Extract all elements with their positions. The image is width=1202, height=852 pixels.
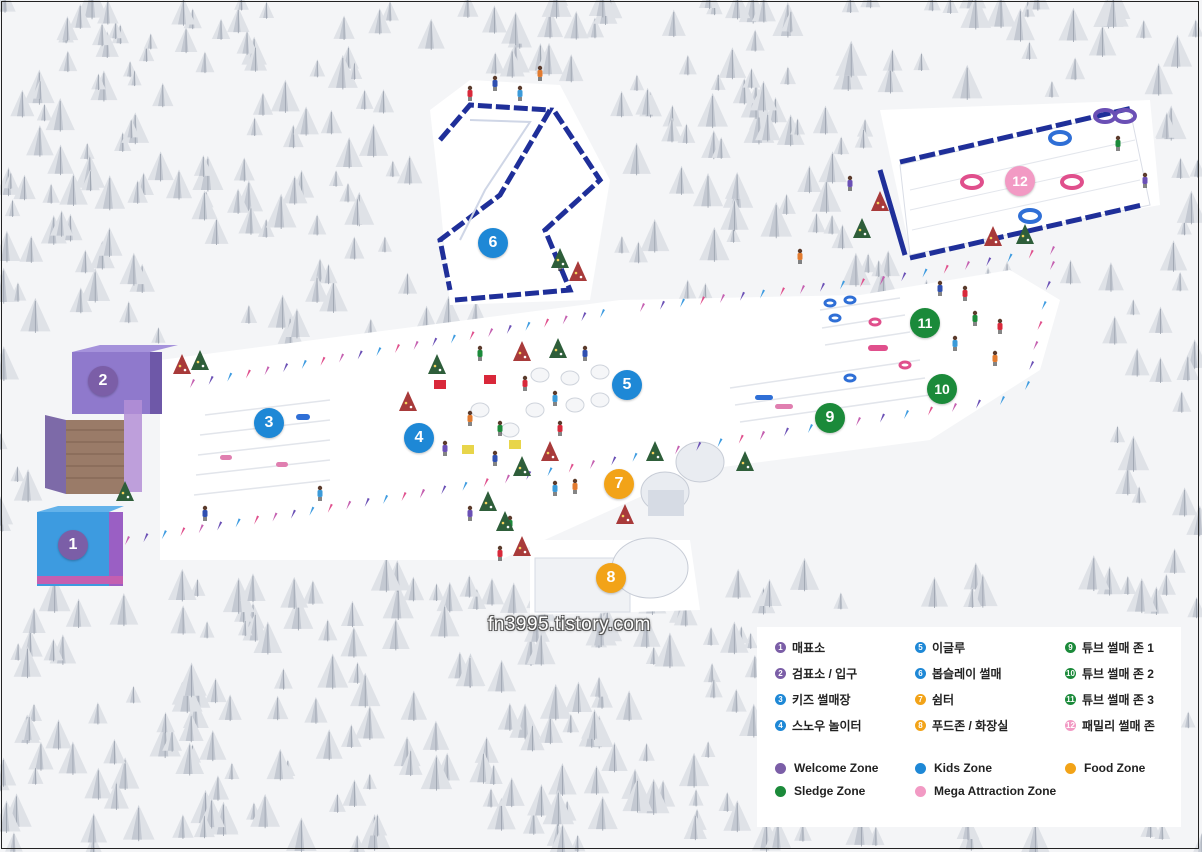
legend-zone-kids: Kids Zone: [915, 761, 992, 775]
legend-number-badge: 6: [915, 668, 926, 679]
zone-marker-9: 9: [815, 403, 845, 433]
legend-zone-label: Food Zone: [1084, 761, 1146, 775]
zone-marker-7: 7: [604, 469, 634, 499]
legend-number-badge: 10: [1065, 668, 1076, 679]
legend-label: 키즈 썰매장: [792, 693, 851, 707]
legend-label: 스노우 놀이터: [792, 719, 862, 733]
legend-item-12: 12 패밀리 썰매 존: [1065, 717, 1155, 734]
legend-item-10: 10 튜브 썰매 존 2: [1065, 665, 1154, 682]
kids-sled-lanes: [193, 399, 331, 496]
zone-marker-10: 10: [927, 374, 957, 404]
zone-color-swatch: [915, 785, 926, 797]
legend-label: 푸드존 / 화장실: [932, 719, 1009, 733]
zone-marker-4: 4: [404, 423, 434, 453]
bobsleigh-track: [437, 102, 604, 303]
legend-label: 튜브 썰매 존 3: [1082, 693, 1154, 707]
legend-item-7: 7 쉼터: [915, 691, 954, 708]
legend-zone-label: Welcome Zone: [794, 761, 879, 775]
zone-marker-11: 11: [910, 308, 940, 338]
legend-item-9: 9 튜브 썰매 존 1: [1065, 639, 1154, 656]
decorated-trees: [116, 191, 1034, 556]
legend-label: 튜브 썰매 존 2: [1082, 667, 1154, 681]
legend-zone-food: Food Zone: [1065, 761, 1145, 775]
zone-marker-8: 8: [596, 563, 626, 593]
zone-marker-2: 2: [88, 366, 118, 396]
legend-number-badge: 4: [775, 720, 786, 731]
watermark-text: fn3995.tistory.com: [488, 614, 651, 635]
legend-number-badge: 5: [915, 642, 926, 653]
zone-marker-5: 5: [612, 370, 642, 400]
legend-number-badge: 8: [915, 720, 926, 731]
legend-item-2: 2 검표소 / 입구: [775, 665, 857, 682]
legend-item-11: 11 튜브 썰매 존 3: [1065, 691, 1154, 708]
legend-item-3: 3 키즈 썰매장: [775, 691, 851, 708]
legend-item-5: 5 이글루: [915, 639, 965, 656]
legend-zone-label: Sledge Zone: [794, 784, 866, 798]
zone-color-swatch: [775, 785, 786, 797]
legend-label: 쉼터: [932, 693, 955, 707]
map-legend: 1 매표소 2 검표소 / 입구 3 키즈 썰매장 4 스노우 놀이터 5 이글루 6 봅슬레이 썰매…: [757, 627, 1181, 827]
zone-marker-1: 1: [58, 530, 88, 560]
zone-marker-12: 12: [1005, 166, 1035, 196]
legend-item-8: 8 푸드존 / 화장실: [915, 717, 1008, 734]
zone-color-swatch: [1065, 762, 1076, 774]
igloos: [434, 364, 610, 454]
zone-color-swatch: [915, 762, 926, 774]
legend-number-badge: 7: [915, 694, 926, 705]
tubes: [220, 295, 912, 467]
legend-number-badge: 9: [1065, 642, 1076, 653]
legend-label: 이글루: [932, 641, 966, 655]
legend-number-badge: 3: [775, 694, 786, 705]
legend-zone-label: Kids Zone: [934, 761, 993, 775]
legend-label: 튜브 썰매 존 1: [1082, 641, 1154, 655]
legend-number-badge: 11: [1065, 694, 1076, 705]
legend-zone-label: Mega Attraction Zone: [934, 784, 1057, 798]
domes: [534, 441, 725, 613]
legend-number-badge: 1: [775, 642, 786, 653]
legend-number-badge: 2: [775, 668, 786, 679]
legend-item-6: 6 봅슬레이 썰매: [915, 665, 1002, 682]
zone-marker-3: 3: [254, 408, 284, 438]
legend-zone-welcome: Welcome Zone: [775, 761, 878, 775]
legend-label: 봅슬레이 썰매: [932, 667, 1002, 681]
legend-label: 패밀리 썰매 존: [1082, 719, 1155, 733]
legend-label: 검표소 / 입구: [792, 667, 858, 681]
legend-number-badge: 12: [1065, 720, 1076, 731]
legend-label: 매표소: [792, 641, 826, 655]
legend-item-1: 1 매표소: [775, 639, 825, 656]
legend-zone-sledge: Sledge Zone: [775, 784, 865, 798]
legend-zone-mega: Mega Attraction Zone: [915, 784, 1056, 798]
zone-marker-6: 6: [478, 228, 508, 258]
boundary-flags: [125, 246, 1055, 545]
zone-color-swatch: [775, 762, 786, 774]
visitors: [202, 65, 1148, 561]
legend-item-4: 4 스노우 놀이터: [775, 717, 862, 734]
